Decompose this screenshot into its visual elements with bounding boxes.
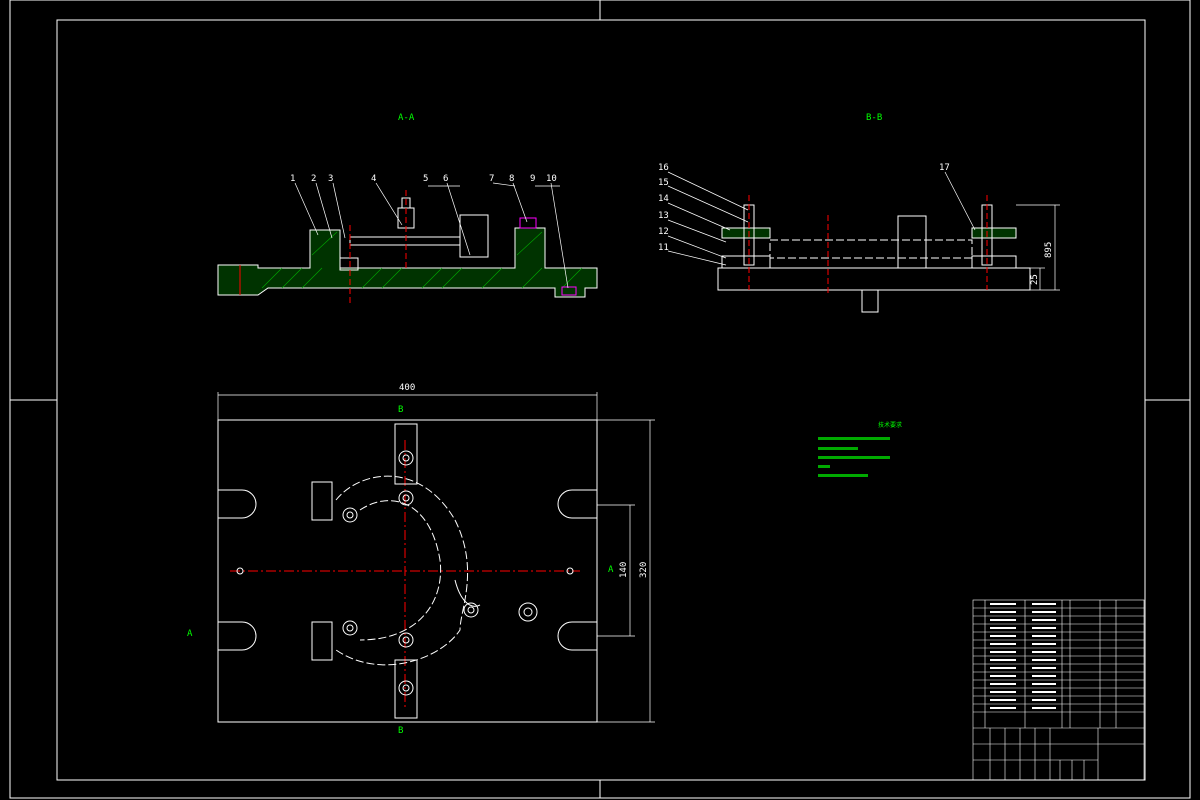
aa-balloon-2: 2 xyxy=(311,174,316,184)
bb-workpiece xyxy=(769,239,973,259)
plan-clamp-bottom xyxy=(394,659,418,719)
plan-dim-320: 320 xyxy=(639,562,649,578)
note-line-4 xyxy=(818,465,830,468)
bb-balloon-13: 13 xyxy=(658,211,669,221)
bb-right-clamp-plate xyxy=(971,227,1017,239)
bb-dim-895: 895 xyxy=(1044,242,1054,258)
marker-a-left: A xyxy=(187,629,193,639)
bb-balloon-numbers: 16 15 14 13 12 11 17 xyxy=(658,163,950,253)
technical-notes: 技术要求 xyxy=(818,421,902,477)
aa-screw xyxy=(519,217,537,229)
notes-title: 技术要求 xyxy=(878,421,902,429)
plan-workpiece-lug xyxy=(454,579,481,607)
bb-right-support xyxy=(971,255,1017,269)
bb-balloon-16: 16 xyxy=(658,163,669,173)
bb-balloon-17: 17 xyxy=(939,163,950,173)
aa-balloon-5: 5 xyxy=(423,174,428,184)
aa-clamp-lever xyxy=(349,236,461,246)
sheet-outer-border xyxy=(9,0,1191,799)
plan-bolts xyxy=(236,450,574,696)
aa-base-plate xyxy=(217,227,598,298)
note-line-2 xyxy=(818,447,858,450)
aa-balloon-8: 8 xyxy=(509,174,514,184)
marker-b-top: B xyxy=(398,405,403,415)
note-line-3 xyxy=(818,456,890,459)
bb-left-support xyxy=(721,255,771,269)
section-bb-title: B-B xyxy=(866,113,882,123)
bb-leader-lines xyxy=(667,171,976,266)
section-aa-view: A-A 1 2 xyxy=(217,113,598,305)
bb-locator-key xyxy=(861,289,879,313)
sheet-inner-border xyxy=(56,19,1146,781)
aa-balloon-10: 10 xyxy=(546,174,557,184)
bb-support-block xyxy=(897,215,927,269)
parts-list-table xyxy=(972,599,1145,781)
aa-hatch xyxy=(261,231,583,289)
bb-dimension-lines xyxy=(1016,204,1060,291)
aa-balloon-numbers: 1 2 3 4 5 6 7 8 9 10 xyxy=(290,174,557,184)
aa-balloon-7: 7 xyxy=(489,174,494,184)
bb-balloon-15: 15 xyxy=(658,178,669,188)
aa-foot-screw xyxy=(561,286,577,296)
note-line-5 xyxy=(818,474,868,477)
aa-balloon-1: 1 xyxy=(290,174,295,184)
bb-balloon-14: 14 xyxy=(658,194,669,204)
plan-dim-140: 140 xyxy=(619,562,629,578)
plan-u-slot-tl xyxy=(218,489,257,519)
marker-b-bottom: B xyxy=(398,726,403,736)
bb-dim-25: 25 xyxy=(1030,274,1040,285)
plan-block-lower xyxy=(311,621,333,661)
bb-balloon-12: 12 xyxy=(658,227,669,237)
section-aa-title: A-A xyxy=(398,113,415,123)
note-line-1 xyxy=(818,437,890,440)
aa-leader-lines xyxy=(294,182,569,289)
plan-block-upper xyxy=(311,481,333,521)
bb-balloon-11: 11 xyxy=(658,243,669,253)
aa-balloon-9: 9 xyxy=(530,174,535,184)
plan-base-plate xyxy=(217,419,598,723)
plan-clamp-top xyxy=(394,423,418,485)
plan-u-slot-bl xyxy=(218,621,257,651)
bb-base-plate xyxy=(717,267,1031,291)
aa-pin xyxy=(339,257,359,271)
bb-left-clamp-plate xyxy=(721,227,771,239)
plan-dim-400: 400 xyxy=(399,383,415,393)
parts-list-text-marks xyxy=(990,603,1056,709)
plan-workpiece-inner xyxy=(359,500,442,641)
aa-balloon-3: 3 xyxy=(328,174,333,184)
plan-view: 400 320 140 xyxy=(187,383,655,736)
aa-balloon-4: 4 xyxy=(371,174,376,184)
plan-u-slot-br xyxy=(557,621,597,651)
plan-u-slot-tr xyxy=(557,489,597,519)
marker-a-right: A xyxy=(608,565,614,575)
aa-support-block xyxy=(459,214,489,258)
aa-balloon-6: 6 xyxy=(443,174,448,184)
plan-workpiece-outline xyxy=(335,475,469,666)
section-bb-view: B-B 895 25 16 15 14 xyxy=(658,113,1060,313)
